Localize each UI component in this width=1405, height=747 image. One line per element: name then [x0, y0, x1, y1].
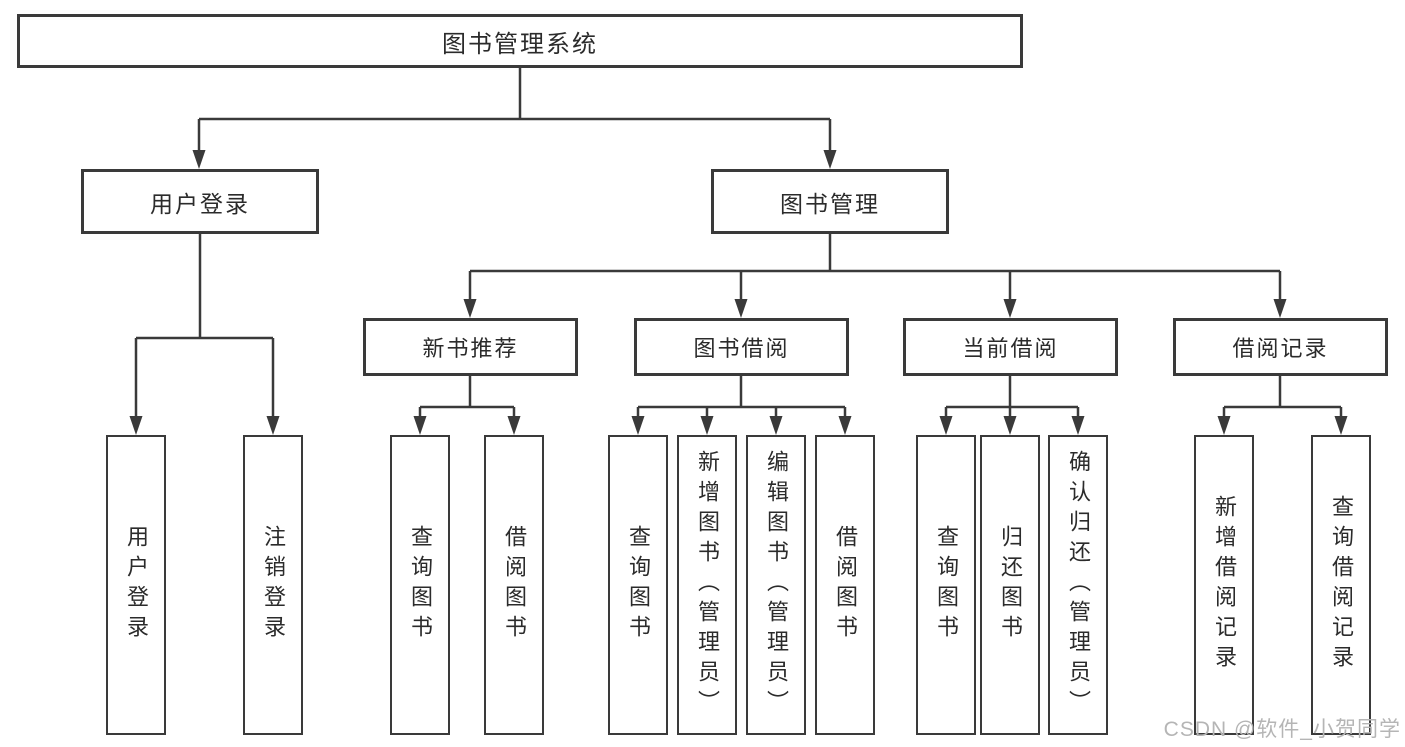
- leaf-user-login: 用户登录: [106, 435, 166, 735]
- leaf-query-books-borrow: 查询图书: [608, 435, 668, 735]
- leaf-add-books-admin: 新增图书（管理员）: [677, 435, 737, 735]
- node-user-login: 用户登录: [81, 169, 319, 234]
- node-label: 图书管理: [780, 190, 880, 217]
- leaf-logout: 注销登录: [243, 435, 303, 735]
- leaf-return-books: 归还图书: [980, 435, 1040, 735]
- leaf-confirm-return-admin: 确认归还（管理员）: [1048, 435, 1108, 735]
- leaf-query-books-current: 查询图书: [916, 435, 976, 735]
- leaf-query-borrow-record: 查询借阅记录: [1311, 435, 1371, 735]
- node-book-management: 图书管理: [711, 169, 949, 234]
- node-label: 图书借阅: [693, 336, 790, 361]
- leaf-query-books-rec: 查询图书: [390, 435, 450, 735]
- connector-trunks: [136, 68, 1341, 409]
- node-new-book-recommend: 新书推荐: [363, 318, 578, 376]
- leaf-label: 查询图书: [408, 525, 433, 645]
- leaf-add-borrow-record: 新增借阅记录: [1194, 435, 1254, 735]
- leaf-label: 归还图书: [998, 525, 1023, 645]
- node-root-label: 图书管理系统: [442, 30, 598, 58]
- leaf-label: 新增图书（管理员）: [695, 450, 720, 720]
- node-current-borrowing: 当前借阅: [903, 318, 1118, 376]
- leaf-label: 用户登录: [124, 525, 149, 645]
- leaf-label: 编辑图书（管理员）: [764, 450, 789, 720]
- leaf-label: 查询图书: [626, 525, 651, 645]
- arrowheads: [129, 150, 1348, 435]
- leaf-edit-books-admin: 编辑图书（管理员）: [746, 435, 806, 735]
- leaf-label: 查询借阅记录: [1329, 495, 1354, 675]
- leaf-label: 借阅图书: [833, 525, 858, 645]
- leaf-borrow-books-rec: 借阅图书: [484, 435, 544, 735]
- leaf-label: 查询图书: [934, 525, 959, 645]
- node-label: 借阅记录: [1232, 336, 1329, 361]
- node-label: 用户登录: [150, 190, 250, 217]
- node-book-borrowing: 图书借阅: [634, 318, 849, 376]
- node-borrowing-records: 借阅记录: [1173, 318, 1388, 376]
- leaf-label: 注销登录: [261, 525, 286, 645]
- leaf-label: 新增借阅记录: [1212, 495, 1237, 675]
- node-label: 新书推荐: [422, 336, 519, 361]
- node-label: 当前借阅: [962, 336, 1059, 361]
- csdn-watermark: CSDN @软件_小贺同学: [1163, 718, 1401, 741]
- node-root: 图书管理系统: [17, 14, 1023, 68]
- leaf-borrow-books: 借阅图书: [815, 435, 875, 735]
- leaf-label: 借阅图书: [502, 525, 527, 645]
- connector-arrow-shafts: [134, 119, 1343, 421]
- leaf-label: 确认归还（管理员）: [1066, 450, 1091, 720]
